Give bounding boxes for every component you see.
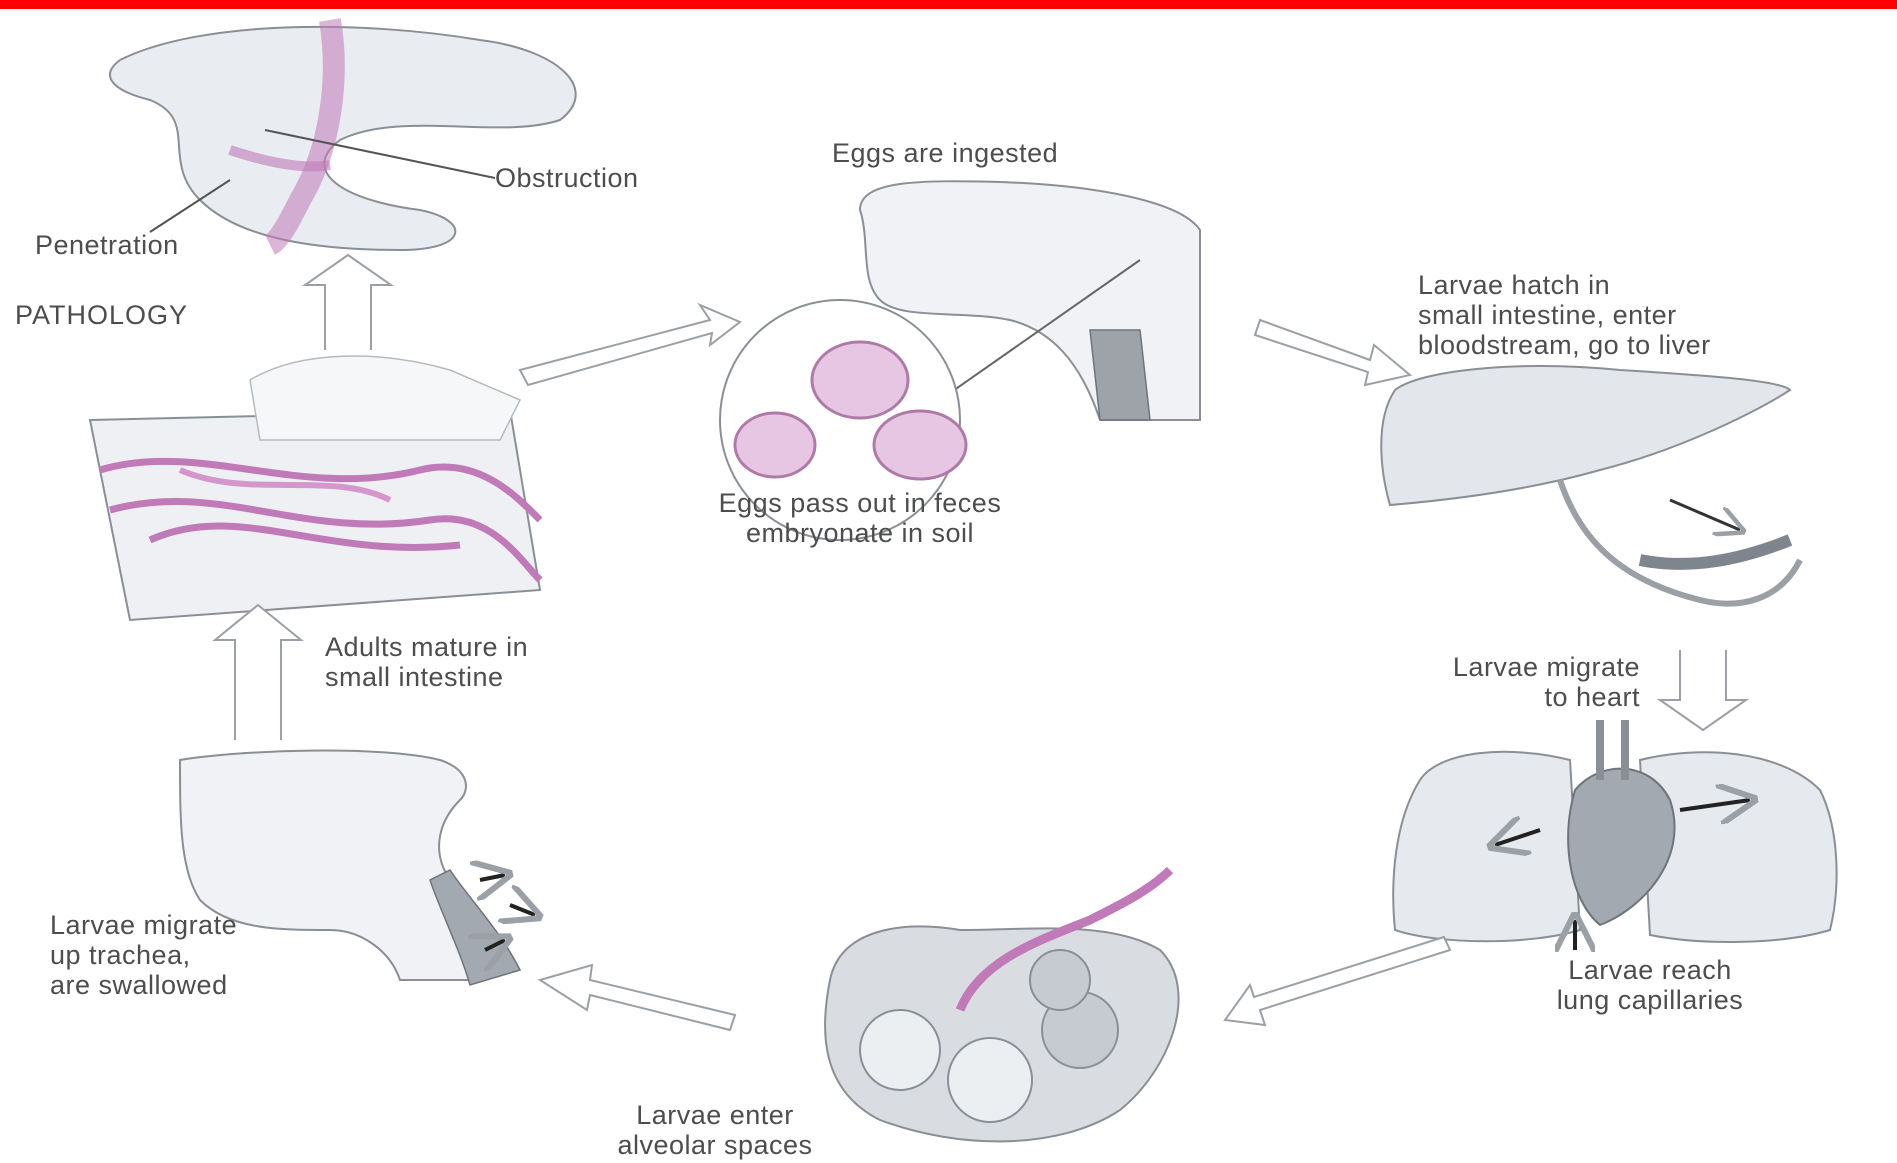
label-larvae-lung: Larvae reach lung capillaries	[1480, 955, 1820, 1015]
pathology-intestine-illustration	[110, 20, 576, 250]
lungs-heart-illustration	[1393, 720, 1836, 950]
label-larvae-alveolar: Larvae enter alveolar spaces	[545, 1100, 885, 1160]
up-arrow-pathology	[305, 255, 391, 350]
liver-illustration	[1381, 366, 1800, 604]
label-adults-mature: Adults mature in small intestine	[325, 632, 528, 692]
label-larvae-hatch: Larvae hatch in small intestine, enter b…	[1418, 270, 1711, 360]
label-larvae-trachea: Larvae migrate up trachea, are swallowed	[50, 910, 237, 1000]
label-eggs-pass: Eggs pass out in feces embryonate in soi…	[620, 488, 1100, 548]
up-arrow-adults	[215, 605, 301, 740]
label-penetration: Penetration	[35, 230, 179, 260]
label-eggs-ingested: Eggs are ingested	[832, 138, 1058, 168]
down-arrow-heart	[1660, 650, 1746, 730]
label-obstruction: Obstruction	[495, 163, 639, 193]
intestine-worms-illustration	[90, 356, 540, 620]
label-larvae-heart: Larvae migrate to heart	[1280, 652, 1640, 712]
label-pathology: PATHOLOGY	[15, 300, 188, 330]
